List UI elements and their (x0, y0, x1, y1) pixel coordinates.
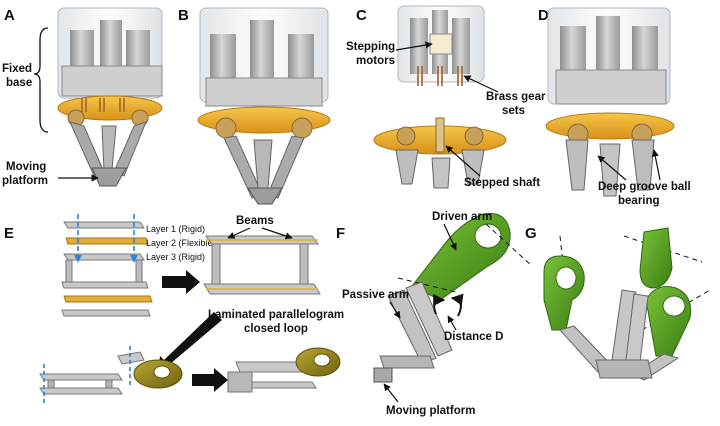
arrow-moving-platform-f (383, 383, 399, 403)
label-passive-arm: Passive arm (342, 289, 409, 301)
label-layer2: Layer 2 (Flexible) (146, 238, 216, 248)
panel-a-robot (57, 7, 163, 187)
arrow-big-right-2 (192, 368, 228, 392)
panel-f-arm (373, 212, 533, 383)
panel-labels: A B C D E F G (4, 7, 549, 242)
panel-label-a: A (4, 7, 15, 24)
arrow-big-diagonal (158, 312, 222, 372)
arrow-driven-arm (443, 223, 457, 251)
label-laminated-line2: closed loop (244, 323, 308, 335)
label-distance-d: Distance D (444, 331, 503, 343)
arrow-distance-d (447, 315, 457, 331)
label-fixed-base-line2: base (6, 77, 32, 89)
label-stepping-motors-line1: Stepping (346, 41, 395, 53)
panel-b-robot (197, 7, 331, 205)
label-stepped-shaft: Stepped shaft (464, 177, 540, 189)
panel-d-robot (545, 7, 675, 197)
arrow-beams-2 (261, 227, 293, 240)
arrow-deep-groove-2 (651, 149, 661, 181)
fixed-base-bracket (33, 27, 49, 133)
label-layer3: Layer 3 (Rigid) (146, 252, 205, 262)
label-moving-platform-a-line2: platform (2, 175, 48, 187)
label-driven-arm: Driven arm (432, 211, 492, 223)
arrow-brass-gear (463, 75, 499, 93)
panel-g-arms (543, 227, 711, 381)
panel-e-assembled-left (39, 346, 183, 404)
label-brass-gear-line2: sets (502, 105, 525, 117)
label-beams: Beams (236, 215, 274, 227)
panel-label-c: C (356, 7, 367, 24)
label-deep-groove-line1: Deep groove ball (598, 181, 691, 193)
panel-label-f: F (336, 225, 345, 242)
arrow-stepped-shaft (445, 145, 481, 177)
panel-label-b: B (178, 7, 189, 24)
panel-e-assembled-right (227, 347, 341, 393)
label-stepping-motors-line2: motors (356, 55, 395, 67)
arrow-beams-1 (227, 227, 251, 239)
arrow-passive-arm (389, 301, 401, 319)
panel-e-beams (203, 235, 321, 295)
panel-label-e: E (4, 225, 14, 242)
panel-c-exploded (373, 5, 507, 189)
label-laminated-line1: Laminated parallelogram (208, 309, 344, 321)
label-deep-groove-line2: bearing (618, 195, 660, 207)
label-moving-platform-a-line1: Moving (6, 161, 46, 173)
label-moving-platform-f: Moving platform (386, 405, 475, 417)
panel-label-d: D (538, 7, 549, 24)
panel-label-g: G (525, 225, 537, 242)
panel-e-layers (61, 214, 153, 317)
label-fixed-base-line1: Fixed (2, 63, 32, 75)
arrow-deep-groove-1 (597, 155, 627, 181)
arrow-big-right-1 (162, 270, 200, 294)
label-brass-gear-line1: Brass gear (486, 91, 546, 103)
label-layer1: Layer 1 (Rigid) (146, 224, 205, 234)
arrow-stepping-motors (395, 41, 433, 51)
